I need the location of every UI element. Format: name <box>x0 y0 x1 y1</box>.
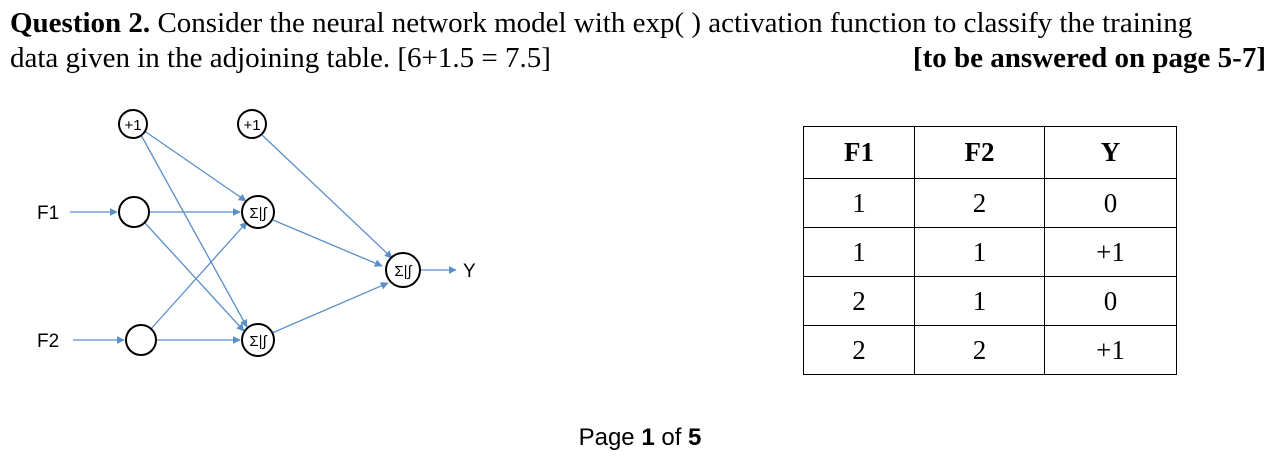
table-cell: 1 <box>803 227 915 277</box>
table-row: 1 2 0 <box>803 178 1177 228</box>
table-cell: 2 <box>914 178 1045 228</box>
input-label-f1: F1 <box>37 203 59 224</box>
arrow-h1-out <box>272 219 383 267</box>
output-neuron-label: Σ|∫ <box>394 263 413 280</box>
bias-node-1 <box>118 109 148 139</box>
question-line-1: Question 2. Consider the neural network … <box>10 6 1192 40</box>
input-label-f2: F2 <box>37 331 59 352</box>
arrow-b2-out <box>261 134 393 259</box>
table-cell: 0 <box>1044 276 1177 326</box>
question-text-2: data given in the adjoining table. [6+1.… <box>10 42 551 74</box>
input-node-f1 <box>118 196 150 228</box>
neural-network-diagram: +1 +1 Σ|∫ Σ|∫ Σ|∫ F1 F2 Y <box>37 109 476 357</box>
header-f2: F2 <box>914 126 1045 179</box>
table-cell: 2 <box>803 325 915 375</box>
hidden-neuron-1-label: Σ|∫ <box>249 205 268 222</box>
footer-current-page: 1 <box>641 424 655 451</box>
connection-arrows <box>70 129 457 344</box>
hidden-neuron-2 <box>241 323 275 357</box>
arrow-b1-h1 <box>142 129 247 202</box>
table-row: 2 2 +1 <box>803 325 1177 375</box>
hidden-neuron-1 <box>241 195 275 229</box>
question-line-2: data given in the adjoining table. [6+1.… <box>10 41 1266 75</box>
arrow-i1-h2 <box>144 222 245 332</box>
input-node-f2 <box>125 324 157 356</box>
footer-total-pages: 5 <box>688 424 702 451</box>
table-cell: 2 <box>914 325 1045 375</box>
table-row: 1 1 +1 <box>803 227 1177 277</box>
table-cell: 0 <box>1044 178 1177 228</box>
footer-prefix: Page <box>578 424 642 451</box>
table-cell: +1 <box>1044 325 1177 375</box>
bias-node-2 <box>237 109 267 139</box>
header-y: Y <box>1044 126 1177 179</box>
training-data-table: F1 F2 Y 1 2 0 1 1 +1 2 1 0 2 2 +1 <box>803 126 1177 375</box>
answer-note: [to be answered on page 5-7] <box>912 42 1266 74</box>
table-cell: 1 <box>914 276 1045 326</box>
arrow-h2-out <box>271 282 389 334</box>
table-cell: +1 <box>1044 227 1177 277</box>
arrow-i2-h1 <box>149 221 248 331</box>
table-row: 2 1 0 <box>803 276 1177 326</box>
question-label: Question 2. <box>10 7 151 39</box>
table-header-row: F1 F2 Y <box>803 126 1177 179</box>
header-f1: F1 <box>803 126 915 179</box>
bias-node-1-label: +1 <box>124 117 141 134</box>
table-cell: 2 <box>803 276 915 326</box>
bias-node-2-label: +1 <box>243 117 260 134</box>
arrow-b1-h2 <box>140 134 248 328</box>
footer-middle: of <box>654 424 689 451</box>
hidden-neuron-2-label: Σ|∫ <box>249 333 268 350</box>
page-number-footer: Page 1 of 5 <box>0 424 1280 452</box>
table-cell: 1 <box>803 178 915 228</box>
output-neuron <box>385 252 421 288</box>
table-cell: 1 <box>914 227 1045 277</box>
question-text-1: Consider the neural network model with e… <box>150 7 1193 39</box>
output-label-y: Y <box>463 261 476 282</box>
